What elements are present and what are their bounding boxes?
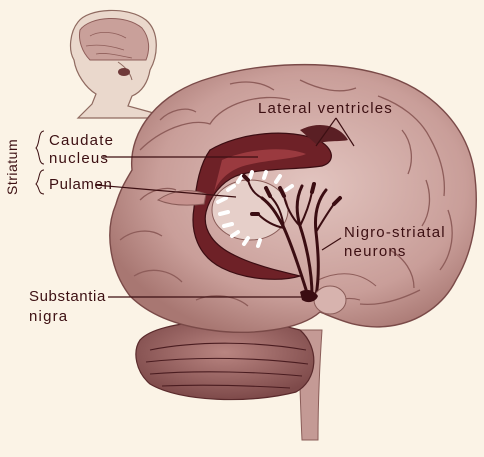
- label-striatum: Striatum: [4, 139, 20, 195]
- cerebellum: [136, 321, 314, 399]
- label-caudate-line2: nucleus: [49, 151, 109, 167]
- head-inset: [71, 10, 168, 118]
- label-lateral-ventricles: Lateral ventricles: [258, 101, 393, 117]
- label-caudate-line1: Caudate: [49, 133, 114, 149]
- label-substantia-line1: Substantia: [29, 289, 106, 305]
- label-nigro-striatal-line1: Nigro-striatal: [344, 225, 446, 241]
- label-substantia-line2: nigra: [29, 309, 68, 325]
- label-putamen: Pulamen: [49, 177, 112, 193]
- label-nigro-striatal-line2: neurons: [344, 244, 407, 260]
